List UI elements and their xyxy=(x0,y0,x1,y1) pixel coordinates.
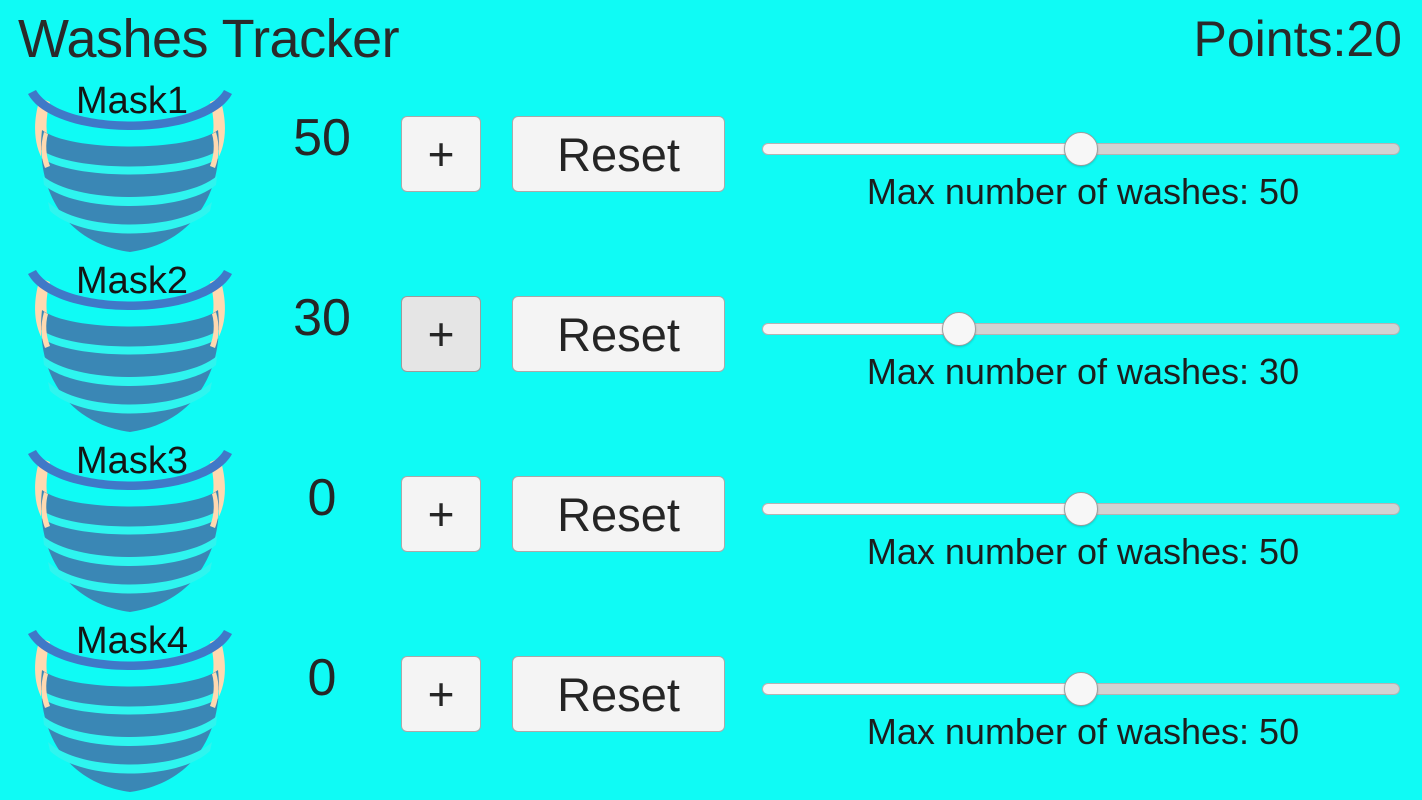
max-washes-caption: Max number of washes: 50 xyxy=(866,531,1300,572)
wash-count: 0 xyxy=(307,649,337,707)
slider-fill xyxy=(762,683,1081,695)
slider-fill xyxy=(762,143,1081,155)
max-washes-slider[interactable] xyxy=(762,672,1400,706)
points-display: Points:20 xyxy=(1193,11,1402,67)
reset-button[interactable]: Reset xyxy=(512,116,725,192)
max-washes-slider[interactable] xyxy=(762,312,1400,346)
reset-button[interactable]: Reset xyxy=(512,656,725,732)
mask-cell: Mask4 xyxy=(8,618,256,800)
max-washes-slider[interactable] xyxy=(762,132,1400,166)
mask-rows-list: Mask1 50 + Reset Max number of washes: 5… xyxy=(0,78,1422,798)
app-header: Washes Tracker Points:20 xyxy=(0,0,1422,78)
mask-cell: Mask2 xyxy=(8,258,256,444)
slider-fill xyxy=(762,503,1081,515)
mask-cell: Mask1 xyxy=(8,78,256,264)
slider-cell: Max number of washes: 30 xyxy=(758,258,1408,438)
reset-button[interactable]: Reset xyxy=(512,296,725,372)
max-washes-caption: Max number of washes: 50 xyxy=(866,171,1300,212)
max-washes-caption: Max number of washes: 50 xyxy=(866,711,1300,752)
wash-count: 30 xyxy=(293,289,351,347)
max-washes-slider[interactable] xyxy=(762,492,1400,526)
mask-row-3: Mask3 0 + Reset Max number of washes: 50 xyxy=(0,438,1422,618)
mask-row-2: Mask2 30 + Reset Max number of washes: 3… xyxy=(0,258,1422,438)
slider-thumb[interactable] xyxy=(1064,672,1098,706)
reset-button[interactable]: Reset xyxy=(512,476,725,552)
mask-row-1: Mask1 50 + Reset Max number of washes: 5… xyxy=(0,78,1422,258)
increment-button[interactable]: + xyxy=(401,296,481,372)
slider-fill xyxy=(762,323,959,335)
face-mask-icon xyxy=(28,450,232,612)
face-mask-icon xyxy=(28,630,232,792)
wash-count: 50 xyxy=(293,109,351,167)
slider-thumb[interactable] xyxy=(941,312,976,346)
face-mask-icon xyxy=(28,90,232,252)
increment-button[interactable]: + xyxy=(401,656,481,732)
wash-count: 0 xyxy=(307,469,337,527)
increment-button[interactable]: + xyxy=(401,476,481,552)
slider-thumb[interactable] xyxy=(1064,492,1098,526)
page-title: Washes Tracker xyxy=(18,9,400,69)
slider-thumb[interactable] xyxy=(1064,132,1098,166)
slider-cell: Max number of washes: 50 xyxy=(758,618,1408,798)
slider-cell: Max number of washes: 50 xyxy=(758,438,1408,618)
max-washes-caption: Max number of washes: 30 xyxy=(866,351,1300,392)
slider-cell: Max number of washes: 50 xyxy=(758,78,1408,258)
mask-cell: Mask3 xyxy=(8,438,256,624)
mask-row-4: Mask4 0 + Reset Max number of washes: 50 xyxy=(0,618,1422,798)
increment-button[interactable]: + xyxy=(401,116,481,192)
face-mask-icon xyxy=(28,270,232,432)
